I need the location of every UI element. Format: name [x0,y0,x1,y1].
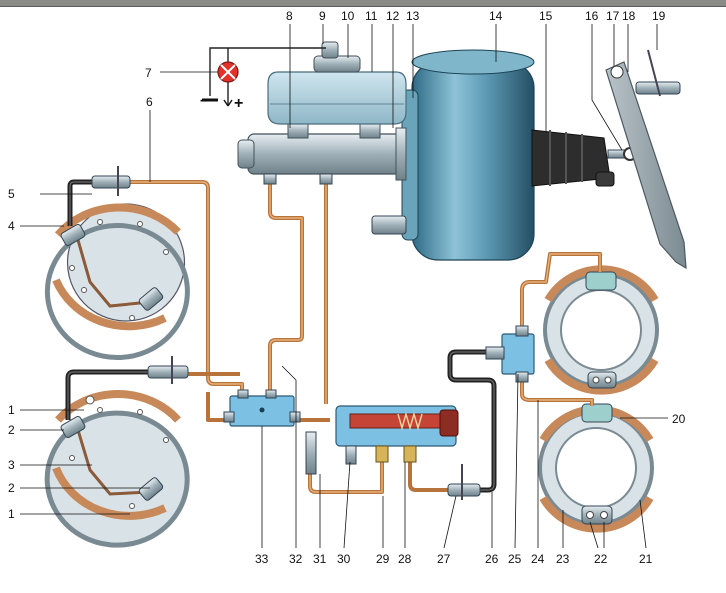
callout-12: 12 [386,9,400,23]
callout-5: 5 [8,187,15,201]
callout-1a: 1 [8,403,15,417]
callout-2a: 2 [8,423,15,437]
leader-lines [20,24,668,549]
callout-16: 16 [585,9,599,23]
callout-6: 6 [146,95,153,109]
callout-30: 30 [337,552,351,566]
callout-9: 9 [319,9,326,23]
rear-brake-lower [538,403,654,533]
callout-32: 32 [289,552,303,566]
callout-33: 33 [255,552,269,566]
booster-boot [531,129,637,187]
fluid-reservoir [267,41,407,125]
callout-27: 27 [437,552,451,566]
callout-labels: 8 9 10 11 12 13 14 15 16 17 18 19 7 6 5 … [8,9,686,566]
callout-20: 20 [672,412,686,426]
vacuum-booster [371,49,535,261]
tee-fitting [223,389,301,427]
callout-13: 13 [406,9,420,23]
plus-sign: + [234,95,243,112]
callout-8: 8 [286,9,293,23]
hose-fittings [91,166,481,500]
callout-26: 26 [485,552,499,566]
callout-23: 23 [556,552,570,566]
pressure-regulator [305,405,459,475]
callout-25: 25 [508,552,522,566]
callout-28: 28 [398,552,412,566]
callout-7: 7 [145,66,152,80]
callout-15: 15 [539,9,553,23]
callout-29: 29 [376,552,390,566]
brake-hoses [65,179,497,493]
callout-10: 10 [341,9,355,23]
callout-31: 31 [313,552,327,566]
callout-24: 24 [531,552,545,566]
front-brake-upper [44,203,190,360]
rear-brake-upper [543,265,659,395]
callout-4: 4 [8,219,15,233]
callout-17: 17 [606,9,620,23]
master-cylinder [237,123,407,185]
callout-1b: 1 [8,507,15,521]
callout-3: 3 [8,458,15,472]
callout-19: 19 [652,9,666,23]
callout-21: 21 [639,552,653,566]
front-brake-lower [44,390,190,548]
callout-22: 22 [594,552,608,566]
minus-sign: − [200,93,209,110]
rear-tee-fitting [485,325,535,383]
callout-2b: 2 [8,481,15,495]
callout-11: 11 [365,9,378,23]
brake-pipes [130,180,602,494]
top-frame-bar [0,0,726,7]
callout-14: 14 [489,9,503,23]
brake-pedal [605,49,687,270]
warning-lamp-circuit [202,47,326,107]
callout-18: 18 [622,9,636,23]
